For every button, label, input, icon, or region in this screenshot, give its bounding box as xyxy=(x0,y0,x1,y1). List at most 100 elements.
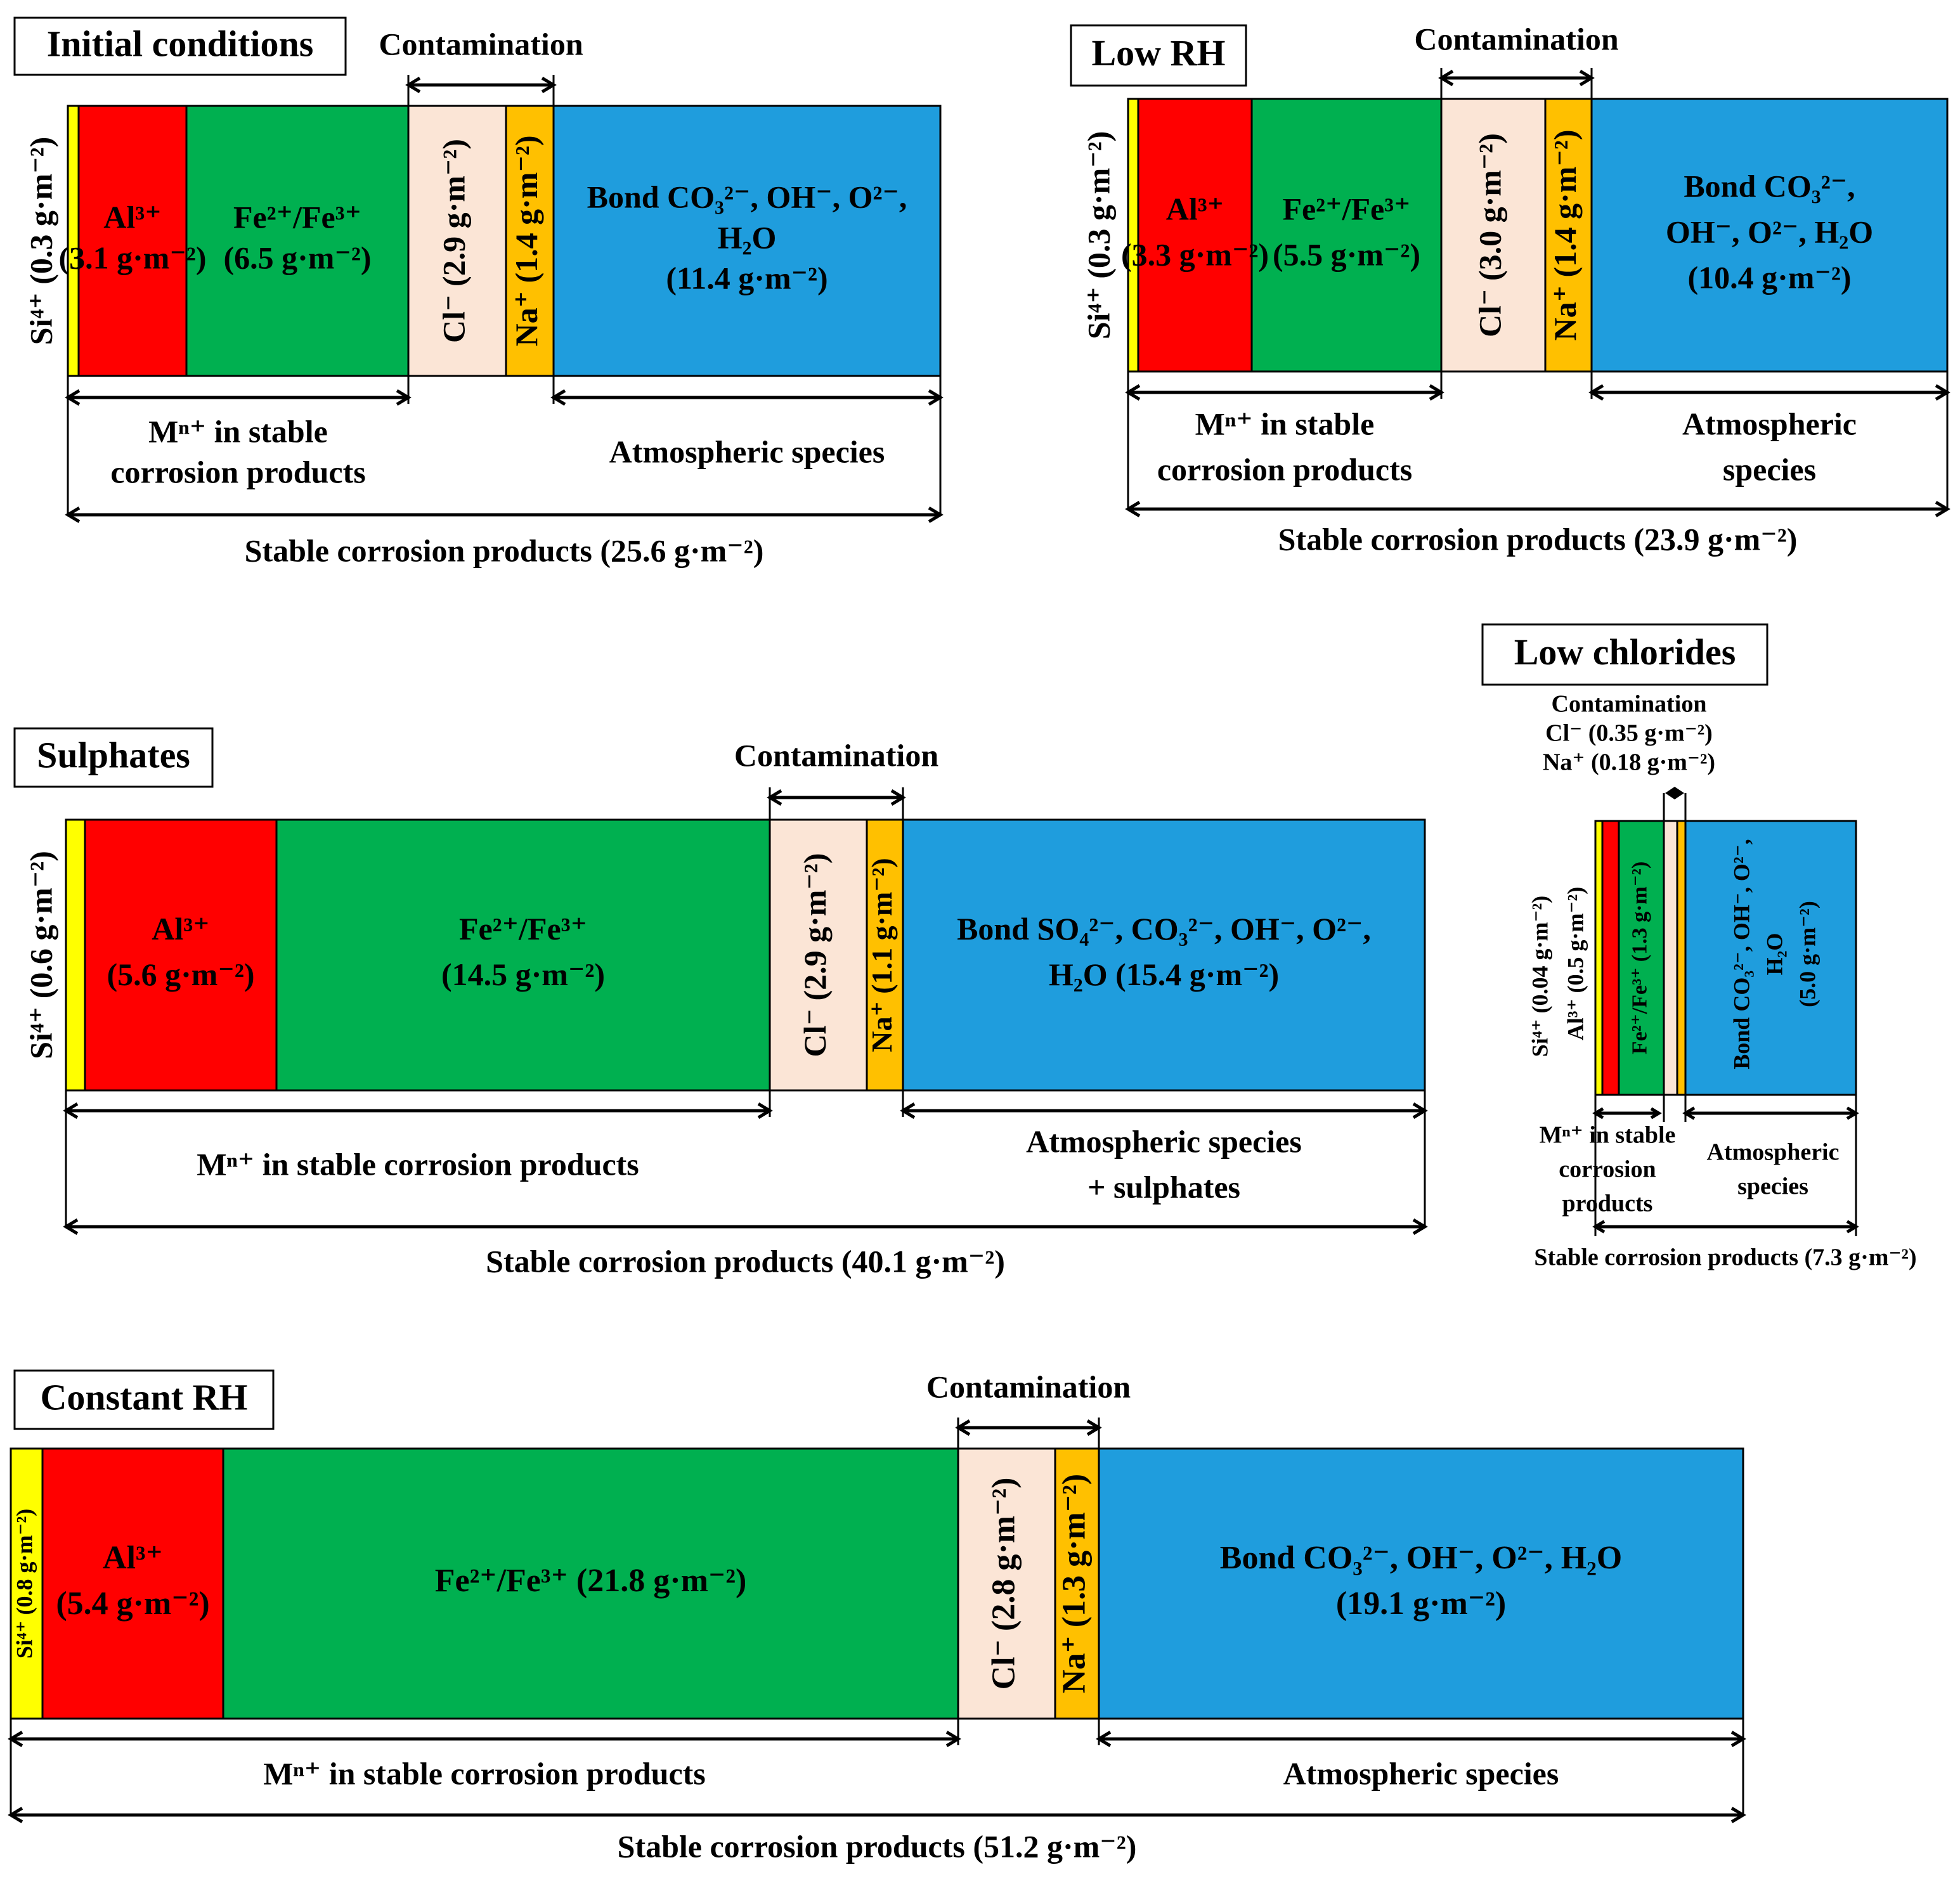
contamination-label: Na⁺ (0.18 g·m⁻²) xyxy=(1543,749,1715,776)
fe-label: (6.5 g·m⁻²) xyxy=(223,240,371,275)
panel-title: Low chlorides xyxy=(1481,623,1769,686)
si-segment xyxy=(65,818,86,1092)
al-label: (5.6 g·m⁻²) xyxy=(107,957,254,992)
total-arrow xyxy=(1592,1220,1859,1234)
metal-ions-label: corrosion xyxy=(1559,1156,1656,1183)
si-segment xyxy=(1594,820,1604,1096)
na-label: Na⁺ (1.4 g·m⁻²) xyxy=(509,135,544,346)
al-label: Al³⁺ (0.5 g·m⁻²) xyxy=(1562,887,1588,1041)
metal-ions-label: Mⁿ⁺ in stable corrosion products xyxy=(263,1755,706,1791)
atm-segment xyxy=(902,818,1426,1092)
atm-segment xyxy=(1590,98,1949,373)
fe-segment xyxy=(222,1447,959,1720)
atmospheric-species-arrow xyxy=(1096,1731,1746,1747)
metal-ions-label: Mⁿ⁺ in stable xyxy=(1195,406,1375,441)
total-arrow xyxy=(8,1807,1746,1823)
panel-title: Sulphates xyxy=(13,727,214,788)
si-label: Si⁴⁺ (0.8 g·m⁻²) xyxy=(11,1509,37,1659)
atm-composition-label: (11.4 g·m⁻²) xyxy=(666,260,827,295)
contamination-arrow xyxy=(767,789,906,806)
fe-segment xyxy=(1618,820,1665,1096)
al-segment xyxy=(41,1447,224,1720)
atmospheric-species-arrow xyxy=(900,1102,1428,1119)
cl-segment xyxy=(1440,98,1547,373)
panel-title-text: Low RH xyxy=(1091,32,1225,74)
atm-segment xyxy=(1684,820,1857,1096)
fe-label: (5.5 g·m⁻²) xyxy=(1273,236,1420,272)
cl-segment xyxy=(1663,820,1678,1096)
panel-title: Initial conditions xyxy=(13,16,347,76)
fe-segment xyxy=(185,105,410,377)
atm-composition-label: (5.0 g·m⁻²) xyxy=(1795,901,1820,1007)
fe-label: Fe²⁺/Fe³⁺ xyxy=(233,199,361,235)
al-segment xyxy=(84,818,278,1092)
metal-ions-label: Mⁿ⁺ in stable corrosion products xyxy=(197,1146,639,1182)
fe-segment xyxy=(275,818,771,1092)
atm-composition-label: H₂O (15.4 g·m⁻²) xyxy=(1049,957,1279,992)
al-label: (5.4 g·m⁻²) xyxy=(56,1586,209,1622)
panel-title-text: Sulphates xyxy=(37,734,190,775)
total-label: Stable corrosion products (40.1 g·m⁻²) xyxy=(486,1243,1005,1279)
cl-label: Cl⁻ (3.0 g·m⁻²) xyxy=(1472,133,1507,337)
fe-label: Fe²⁺/Fe³⁺ xyxy=(459,911,587,946)
atm-composition-label: H₂O xyxy=(1762,933,1787,976)
metal-ions-arrow xyxy=(63,1102,773,1119)
metal-ions-label: Mⁿ⁺ in stable xyxy=(1540,1122,1676,1149)
metal-ions-label: Mⁿ⁺ in stable xyxy=(148,413,328,449)
contamination-label: Contamination xyxy=(1552,691,1707,718)
atm-composition-label: (19.1 g·m⁻²) xyxy=(1336,1586,1506,1622)
al-segment xyxy=(1137,98,1253,373)
panel-title: Low RH xyxy=(1070,24,1247,87)
al-segment xyxy=(1601,820,1620,1096)
al-label: Al³⁺ xyxy=(1166,191,1224,226)
na-label: Na⁺ (1.1 g·m⁻²) xyxy=(866,858,898,1052)
fe-label: (14.5 g·m⁻²) xyxy=(441,957,605,992)
atm-segment xyxy=(1098,1447,1744,1720)
atm-composition-label: OH⁻, O²⁻, H₂O xyxy=(1666,214,1873,249)
atmospheric-species-label: + sulphates xyxy=(1087,1169,1240,1205)
atmospheric-species-label: species xyxy=(1737,1173,1808,1200)
metal-ions-label: corrosion products xyxy=(1157,451,1412,487)
atmospheric-species-label: Atmospheric xyxy=(1707,1139,1840,1166)
atm-composition-label: (10.4 g·m⁻²) xyxy=(1687,259,1851,295)
total-label: Stable corrosion products (7.3 g·m⁻²) xyxy=(1534,1244,1916,1271)
si-label: Si⁴⁺ (0.3 g·m⁻²) xyxy=(1081,131,1116,340)
total-label: Stable corrosion products (23.9 g·m⁻²) xyxy=(1278,521,1798,557)
panel-title-text: Initial conditions xyxy=(47,23,314,64)
metal-ions-label: corrosion products xyxy=(110,454,365,489)
metal-ions-arrow xyxy=(65,389,412,406)
contamination-arrow xyxy=(1665,787,1684,799)
contamination-arrow xyxy=(1438,70,1595,86)
atmospheric-species-label: Atmospheric species xyxy=(609,434,885,469)
al-segment xyxy=(77,105,188,377)
atmospheric-species-label: species xyxy=(1723,451,1816,487)
fe-label: Fe²⁺/Fe³⁺ (1.3 g·m⁻²) xyxy=(1628,862,1651,1054)
atm-composition-label: Bond CO₃²⁻, OH⁻, O²⁻, xyxy=(587,179,907,214)
metal-ions-label: products xyxy=(1562,1191,1653,1217)
contamination-label: Cl⁻ (0.35 g·m⁻²) xyxy=(1545,720,1713,747)
atm-composition-label: H₂O xyxy=(718,219,777,255)
cl-label: Cl⁻ (2.9 g·m⁻²) xyxy=(436,139,471,343)
contamination-label: Contamination xyxy=(926,1369,1131,1404)
contamination-arrow xyxy=(955,1419,1102,1436)
atmospheric-species-label: Atmospheric xyxy=(1682,406,1857,441)
cl-label: Cl⁻ (2.8 g·m⁻²) xyxy=(985,1478,1022,1690)
al-label: Al³⁺ xyxy=(103,1540,163,1576)
atmospheric-species-label: Atmospheric species xyxy=(1283,1755,1559,1791)
fe-segment xyxy=(1250,98,1443,373)
si-label: Si⁴⁺ (0.04 g·m⁻²) xyxy=(1527,896,1552,1057)
panel-title-text: Constant RH xyxy=(40,1376,247,1418)
na-segment xyxy=(1676,820,1687,1096)
si-label: Si⁴⁺ (0.6 g·m⁻²) xyxy=(23,851,58,1059)
contamination-label: Contamination xyxy=(379,26,583,61)
na-label: Na⁺ (1.3 g·m⁻²) xyxy=(1056,1474,1092,1693)
na-segment xyxy=(1054,1447,1100,1720)
total-label: Stable corrosion products (25.6 g·m⁻²) xyxy=(245,533,764,568)
al-label: Al³⁺ xyxy=(152,911,209,946)
si-segment xyxy=(1127,98,1139,373)
atm-segment xyxy=(552,105,942,377)
